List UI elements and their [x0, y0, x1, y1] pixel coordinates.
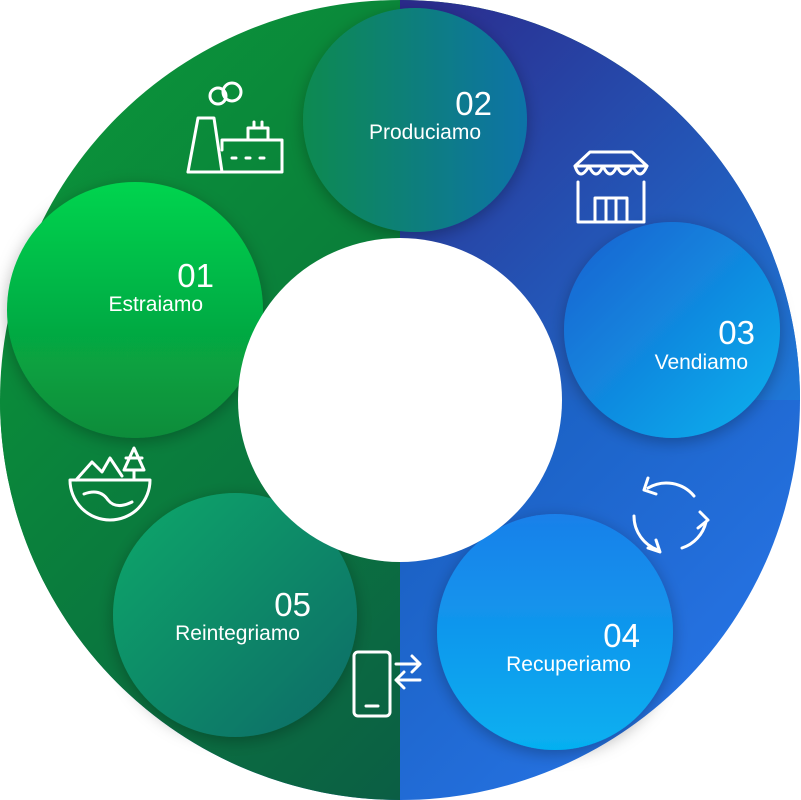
step-04-number: 04: [603, 617, 640, 654]
landscape-globe-icon: [68, 446, 152, 522]
step-02-label: Produciamo: [369, 121, 481, 144]
step-04-petal: [437, 514, 673, 750]
step-02-number: 02: [455, 85, 492, 122]
step-03-number: 03: [718, 314, 755, 351]
step-03-petal: [564, 222, 780, 438]
step-01-number: 01: [177, 257, 214, 294]
recycle-arrows-icon: [632, 476, 710, 554]
step-03-label: Vendiamo: [655, 351, 748, 374]
storefront-icon: [573, 150, 649, 224]
step-04-label: Recuperiamo: [506, 653, 631, 676]
factory-icon: [186, 81, 284, 174]
step-02-petal: [303, 8, 527, 232]
phone-exchange-icon: [352, 650, 422, 718]
step-01-petal: [7, 182, 263, 438]
step-05-number: 05: [274, 586, 311, 623]
step-01-label: Estraiamo: [108, 293, 203, 316]
step-05-label: Reintegriamo: [175, 622, 300, 645]
center-hole: [238, 238, 562, 562]
step-05-petal: [113, 493, 357, 737]
